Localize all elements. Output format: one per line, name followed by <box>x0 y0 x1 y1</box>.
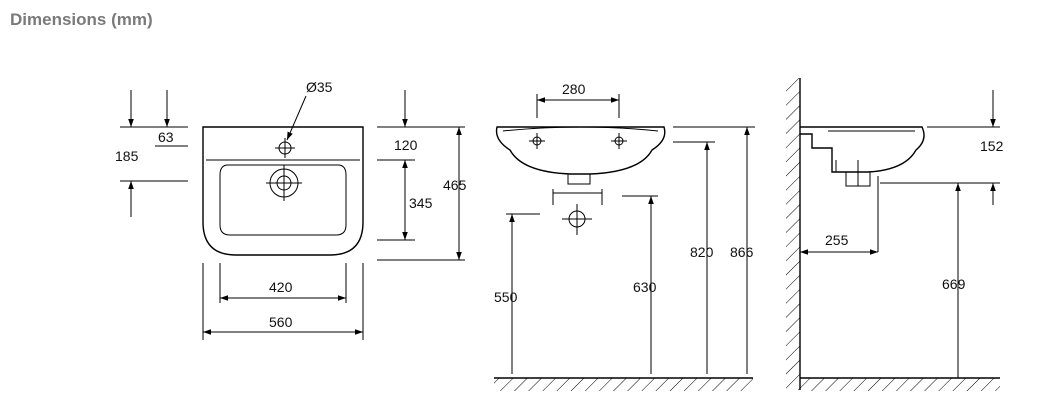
dim-120-label: 120 <box>394 137 418 153</box>
basin-elevation-outline <box>495 126 666 175</box>
side-view: 152 255 669 <box>786 78 1004 391</box>
page-title: Dimensions (mm) <box>10 10 153 29</box>
dim-820-label: 820 <box>690 244 714 260</box>
dim-280-label: 280 <box>562 81 586 97</box>
dim-465-label: 465 <box>443 177 467 193</box>
wall-hatch <box>786 78 800 390</box>
bowl-outline <box>219 164 347 236</box>
dim-630-label: 630 <box>633 279 657 295</box>
basin-outline <box>202 126 364 256</box>
dim-560-label: 560 <box>269 314 293 330</box>
dim-420-label: 420 <box>269 279 293 295</box>
dim-152-label: 152 <box>980 138 1004 154</box>
side-floor-hatch <box>800 378 1000 391</box>
hole-diameter-label: Ø35 <box>306 79 333 95</box>
dim-866-label: 866 <box>730 244 754 260</box>
basin-side-outline <box>800 126 925 173</box>
dim-63-label: 63 <box>158 129 174 145</box>
floor-hatch <box>494 378 753 391</box>
dim-669-label: 669 <box>942 276 966 292</box>
elevation-view: 280 550 630 820 866 <box>494 81 755 391</box>
basin-waste <box>567 174 591 185</box>
dim-255-label: 255 <box>825 232 849 248</box>
dim-550-label: 550 <box>494 289 518 305</box>
dim-185-label: 185 <box>115 148 139 164</box>
front-view: Ø35 185 63 120 345 465 420 560 <box>115 79 467 340</box>
dim-345-label: 345 <box>409 195 433 211</box>
